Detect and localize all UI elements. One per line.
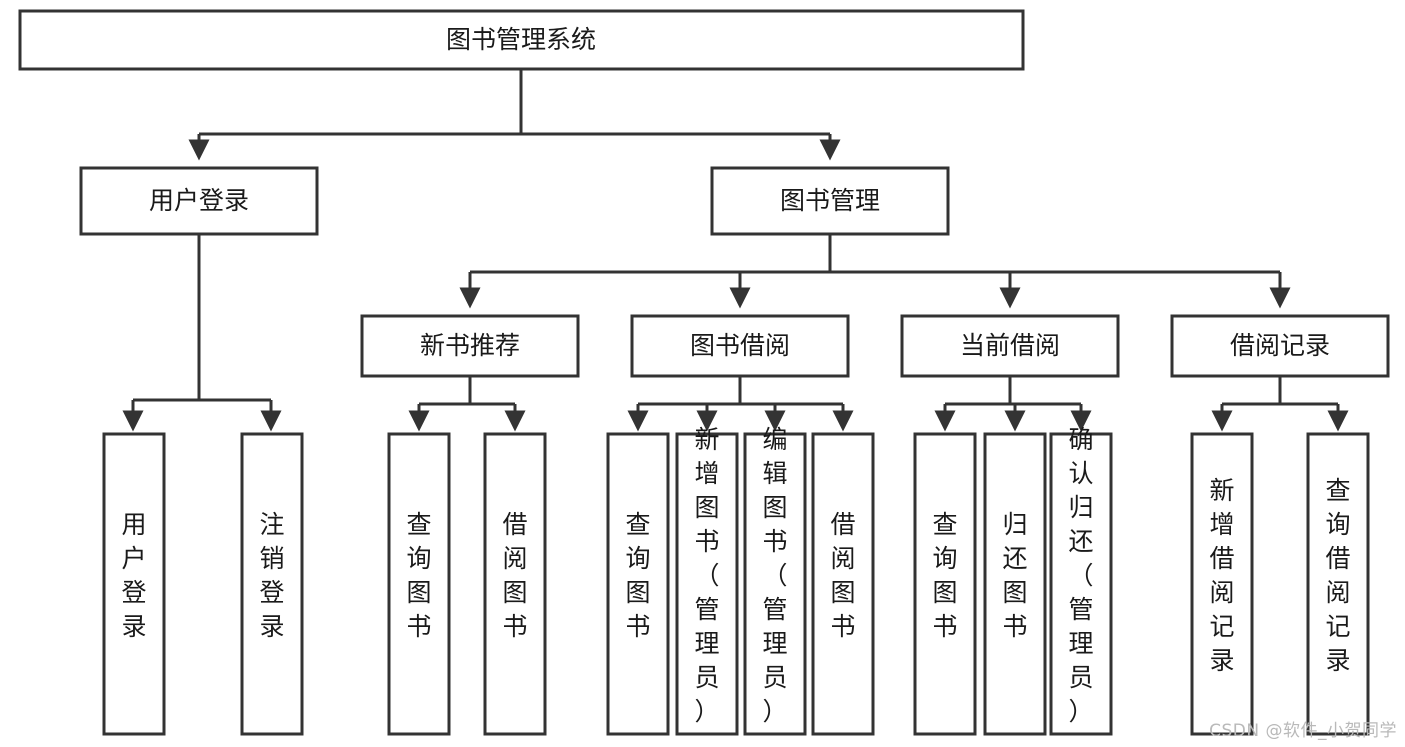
leaf-borrow-record-query-label: 查询借阅记录: [1325, 476, 1350, 675]
leaf-borrow-record-query-box: [1306, 432, 1370, 736]
leaf-user-login-login-box: [102, 432, 166, 736]
connector-new-book-recommend-to-leaves: [408, 376, 526, 432]
node-user-login[interactable]: 用户登录: [79, 166, 319, 236]
leaf-user-login-login-label: 用户登录: [121, 510, 146, 641]
leaf-book-borrow-add-box: [675, 432, 739, 736]
node-root-system[interactable]: 图书管理系统: [18, 9, 1025, 71]
node-book-manage-label: 图书管理: [780, 186, 880, 215]
node-book-borrow-label: 图书借阅: [690, 331, 790, 360]
node-book-manage[interactable]: 图书管理: [710, 166, 950, 236]
leaf-user-login-logout-box: [240, 432, 304, 736]
node-root-system-label: 图书管理系统: [446, 25, 596, 54]
leaf-current-borrow-return[interactable]: 归还图书: [983, 432, 1047, 736]
leaf-book-borrow-query-box: [606, 432, 670, 736]
node-borrow-record-box: [1170, 314, 1390, 378]
node-current-borrow-label: 当前借阅: [960, 331, 1060, 360]
leaf-book-borrow-query-label: 查询图书: [625, 510, 650, 641]
leaf-current-borrow-confirm-label: 确认归还（管理员）: [1068, 425, 1093, 726]
node-root-system-box: [18, 9, 1025, 71]
connector-user-login-to-leaves: [122, 234, 282, 432]
connector-book-manage-to-level3: [459, 234, 1291, 309]
leaf-current-borrow-confirm[interactable]: 确认归还（管理员）: [1049, 425, 1113, 736]
node-new-book-recommend[interactable]: 新书推荐: [360, 314, 580, 378]
leaf-book-borrow-add[interactable]: 新增图书（管理员）: [675, 425, 739, 736]
leaf-new-book-borrow-box: [483, 432, 547, 736]
connector-borrow-record-to-leaves: [1211, 376, 1349, 432]
leaf-borrow-record-add[interactable]: 新增借阅记录: [1190, 432, 1254, 736]
leaf-book-borrow-edit[interactable]: 编辑图书（管理员）: [743, 425, 807, 736]
leaf-book-borrow-query[interactable]: 查询图书: [606, 432, 670, 736]
node-book-borrow-box: [630, 314, 850, 378]
leaf-new-book-query-box: [387, 432, 451, 736]
leaf-book-borrow-add-label: 新增图书（管理员）: [694, 425, 719, 726]
connector-book-borrow-to-leaves: [627, 376, 854, 432]
leaf-book-borrow-borrow-label: 借阅图书: [830, 510, 855, 641]
leaf-current-borrow-confirm-box: [1049, 432, 1113, 736]
node-current-borrow[interactable]: 当前借阅: [900, 314, 1120, 378]
leaf-current-borrow-query-label: 查询图书: [932, 510, 957, 641]
leaf-book-borrow-borrow[interactable]: 借阅图书: [811, 432, 875, 736]
leaf-user-login-logout[interactable]: 注销登录: [240, 432, 304, 736]
leaf-current-borrow-return-label: 归还图书: [1002, 510, 1027, 641]
connector-current-borrow-to-leaves: [934, 376, 1092, 432]
leaf-user-login-logout-label: 注销登录: [259, 510, 284, 641]
leaf-book-borrow-edit-label: 编辑图书（管理员）: [762, 425, 787, 726]
leaf-book-borrow-edit-box: [743, 432, 807, 736]
node-book-borrow[interactable]: 图书借阅: [630, 314, 850, 378]
node-current-borrow-box: [900, 314, 1120, 378]
leaf-current-borrow-query-box: [913, 432, 977, 736]
leaf-current-borrow-query[interactable]: 查询图书: [913, 432, 977, 736]
leaf-current-borrow-return-box: [983, 432, 1047, 736]
leaf-borrow-record-add-label: 新增借阅记录: [1209, 476, 1234, 675]
node-user-login-box: [79, 166, 319, 236]
node-user-login-label: 用户登录: [149, 186, 249, 215]
connector-root-to-level2: [188, 69, 841, 161]
leaf-new-book-borrow[interactable]: 借阅图书: [483, 432, 547, 736]
leaf-new-book-query[interactable]: 查询图书: [387, 432, 451, 736]
node-book-manage-box: [710, 166, 950, 236]
node-borrow-record[interactable]: 借阅记录: [1170, 314, 1390, 378]
leaf-book-borrow-borrow-box: [811, 432, 875, 736]
node-new-book-recommend-box: [360, 314, 580, 378]
node-borrow-record-label: 借阅记录: [1230, 331, 1330, 360]
leaf-borrow-record-query[interactable]: 查询借阅记录: [1306, 432, 1370, 736]
leaf-new-book-borrow-label: 借阅图书: [502, 510, 527, 641]
leaf-user-login-login[interactable]: 用户登录: [102, 432, 166, 736]
node-new-book-recommend-label: 新书推荐: [420, 331, 520, 360]
leaf-borrow-record-add-box: [1190, 432, 1254, 736]
leaf-new-book-query-label: 查询图书: [406, 510, 431, 641]
